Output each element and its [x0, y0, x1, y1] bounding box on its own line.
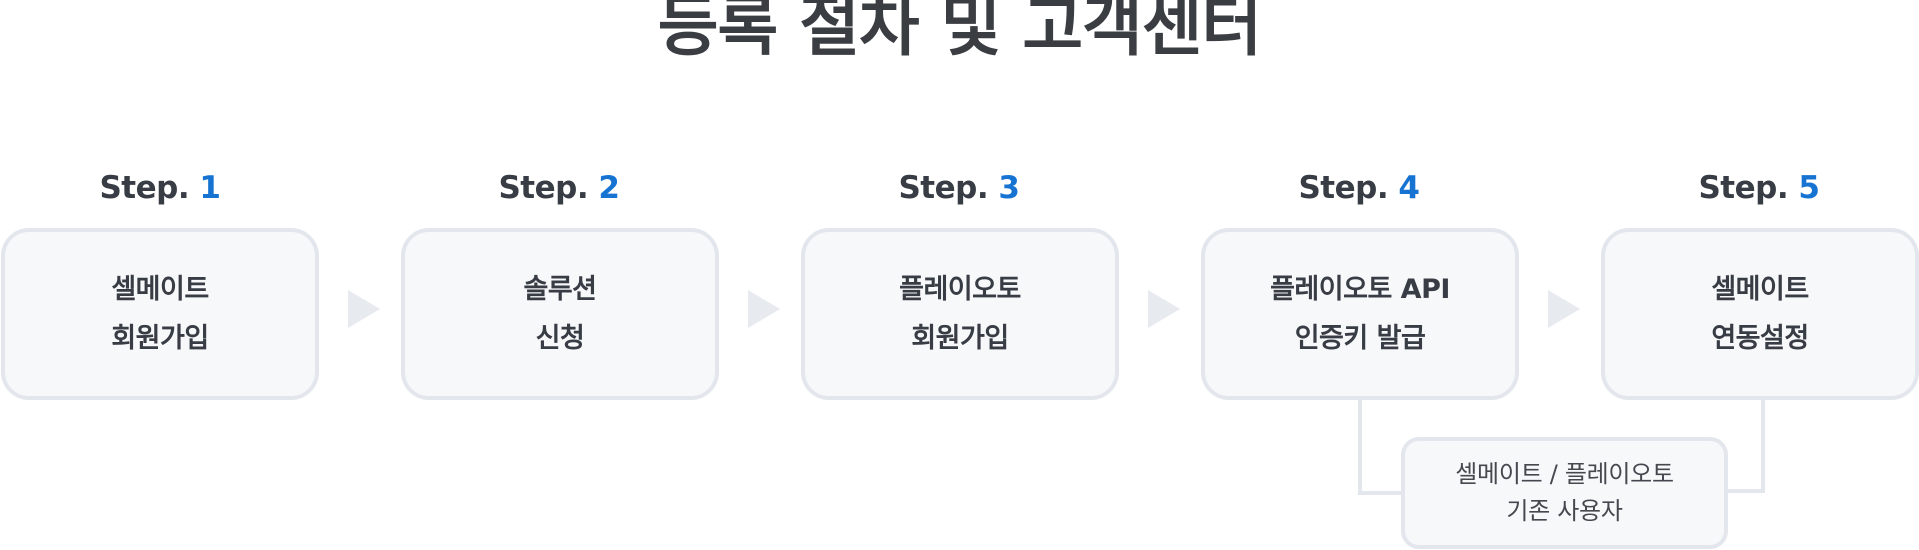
connector-line-step-4-vertical: [1358, 396, 1362, 493]
step-3-number: 3: [998, 170, 1020, 206]
step-2-line-1: 솔루션: [523, 274, 597, 305]
step-2-number: 2: [598, 170, 620, 206]
step-4-prefix: Step.: [1298, 170, 1389, 206]
step-4-line-1: 플레이오토 API: [1270, 274, 1450, 305]
existing-user-note-line-2: 기존 사용자: [1506, 497, 1623, 525]
step-2-label: Step. 2: [401, 168, 717, 208]
step-2-box: 솔루션 신청: [401, 228, 719, 400]
existing-user-note-line-1: 셀메이트 / 플레이오토: [1455, 460, 1674, 488]
step-5-prefix: Step.: [1698, 170, 1789, 206]
step-1-line-1: 셀메이트: [111, 274, 209, 305]
step-1-number: 1: [199, 170, 221, 206]
step-3-label: Step. 3: [801, 168, 1117, 208]
arrow-right-icon: [1148, 290, 1180, 328]
step-4-line-2: 인증키 발급: [1294, 323, 1426, 354]
connector-line-step-5-vertical: [1761, 396, 1765, 491]
step-4-number: 4: [1398, 170, 1420, 206]
step-3-prefix: Step.: [898, 170, 989, 206]
arrow-right-icon: [348, 290, 380, 328]
step-5-box: 셀메이트 연동설정: [1601, 228, 1919, 400]
step-2-line-2: 신청: [535, 323, 585, 354]
step-1-line-2: 회원가입: [111, 323, 209, 354]
connector-line-step-5-horizontal: [1722, 489, 1765, 493]
step-1-box: 셀메이트 회원가입: [1, 228, 319, 400]
step-1-prefix: Step.: [99, 170, 190, 206]
step-3-line-1: 플레이오토: [899, 274, 1021, 305]
step-5-line-2: 연동설정: [1711, 323, 1809, 354]
step-5-label: Step. 5: [1601, 168, 1917, 208]
connector-line-step-4-horizontal: [1358, 491, 1403, 495]
step-1-label: Step. 1: [2, 168, 318, 208]
step-3-line-2: 회원가입: [911, 323, 1009, 354]
step-4-box: 플레이오토 API 인증키 발급: [1201, 228, 1519, 400]
step-5-number: 5: [1798, 170, 1820, 206]
page-title: 등록 절차 및 고객센터: [657, 0, 1262, 65]
arrow-right-icon: [748, 290, 780, 328]
step-5-line-1: 셀메이트: [1711, 274, 1809, 305]
step-3-box: 플레이오토 회원가입: [801, 228, 1119, 400]
existing-user-note-box: 셀메이트 / 플레이오토 기존 사용자: [1401, 437, 1728, 549]
step-4-label: Step. 4: [1201, 168, 1517, 208]
step-2-prefix: Step.: [498, 170, 589, 206]
arrow-right-icon: [1548, 290, 1580, 328]
